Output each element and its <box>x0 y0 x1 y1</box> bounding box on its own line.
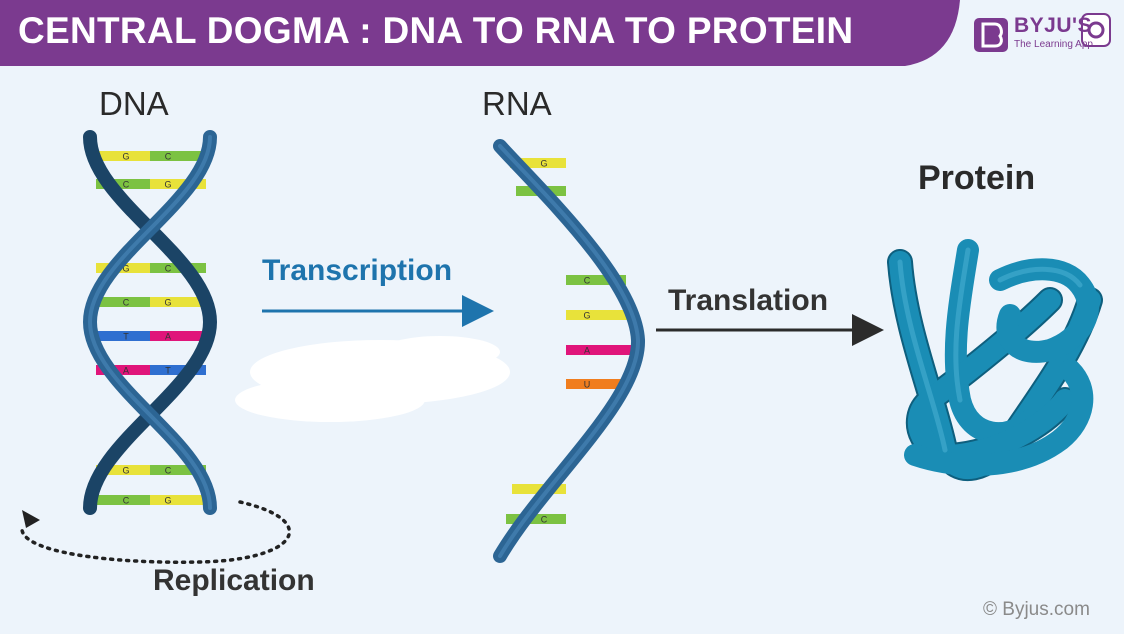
translation-arrowhead-icon <box>852 314 884 346</box>
dna-base-letter-right: C <box>165 264 172 274</box>
rna-base-bar <box>566 345 632 355</box>
translation-arrow <box>656 314 884 346</box>
page-title: CENTRAL DOGMA : DNA TO RNA TO PROTEIN <box>18 10 854 51</box>
protein-icon <box>887 239 1103 481</box>
dna-base-left <box>96 465 150 475</box>
dna-base-letter-left: T <box>123 332 129 342</box>
dna-base-right <box>150 331 206 341</box>
dna-base-letter-right: C <box>165 466 172 476</box>
dna-base-letter-right: C <box>165 152 172 162</box>
dna-double-helix <box>82 130 218 515</box>
dna-base-letter-right: T <box>165 366 171 376</box>
dna-label: DNA <box>99 85 169 122</box>
rna-base: A <box>566 345 632 356</box>
rna-base-bar <box>566 310 630 320</box>
dna-base-letter-right: G <box>164 496 171 506</box>
dna-base-letter-left: A <box>123 366 129 376</box>
rna-label: RNA <box>482 85 552 122</box>
replication-arrowhead-icon <box>22 510 40 528</box>
brand-name: BYJU'S <box>1014 14 1093 37</box>
rna-base-letter: G <box>583 311 590 321</box>
blank-smudge <box>235 336 510 422</box>
dna-base-left <box>96 331 150 341</box>
dna-base-right <box>150 151 206 161</box>
dna-base-left <box>96 151 150 161</box>
rna-base-bar <box>506 514 566 524</box>
translation-label: Translation <box>668 284 829 317</box>
dna-base-letter-left: G <box>122 466 129 476</box>
dna-base-letter-left: C <box>123 298 130 308</box>
dna-strand-back <box>83 130 218 515</box>
dna-base-right <box>150 365 206 375</box>
byjus-logo-icon <box>974 13 1111 52</box>
rna-base-bar <box>566 275 626 285</box>
dna-base-letter-left: C <box>123 180 130 190</box>
dna-base-letter-right: G <box>164 180 171 190</box>
dna-base-letter-left: C <box>123 496 130 506</box>
rna-base-letter: C <box>541 515 548 525</box>
transcription-arrow <box>262 295 494 327</box>
dna-strand-front-highlight <box>87 135 212 510</box>
dna-base-right <box>150 179 206 189</box>
rna-base-letter: G <box>540 159 547 169</box>
header-banner <box>0 0 960 66</box>
rna-base: C <box>566 275 626 286</box>
copyright-text: © Byjus.com <box>983 599 1090 620</box>
rna-base: C <box>506 514 566 525</box>
dna-base-right <box>150 495 206 505</box>
rna-base-letter: A <box>584 346 590 356</box>
rna-base: U <box>566 379 628 390</box>
protein-label: Protein <box>918 159 1036 197</box>
dna-base-right <box>150 297 206 307</box>
transcription-label: Transcription <box>262 254 453 287</box>
dna-base-letter-right: G <box>164 298 171 308</box>
replication-label: Replication <box>153 564 315 597</box>
dna-base-left <box>96 495 150 505</box>
rna-base: G <box>510 158 566 169</box>
rna-base-bar <box>512 484 566 494</box>
brand-tagline: The Learning App <box>1014 39 1093 50</box>
dna-base-letter-left: G <box>122 264 129 274</box>
dna-base-letter-right: A <box>165 332 171 342</box>
dna-base-right <box>150 465 206 475</box>
rna-base: G <box>566 310 630 321</box>
rna-base-letter: C <box>584 276 591 286</box>
rna-strand-highlight <box>498 144 641 558</box>
dna-base-letter-left: G <box>122 152 129 162</box>
transcription-arrowhead-icon <box>462 295 494 327</box>
dna-base-left <box>96 179 150 189</box>
rna-base-bar <box>566 379 628 389</box>
dna-base-left <box>96 365 150 375</box>
dna-base-left <box>96 297 150 307</box>
rna-base-bar <box>510 158 566 168</box>
rna-base-letter: U <box>584 380 591 390</box>
replication-loop <box>20 500 291 564</box>
replication-dotted-path <box>20 500 291 564</box>
